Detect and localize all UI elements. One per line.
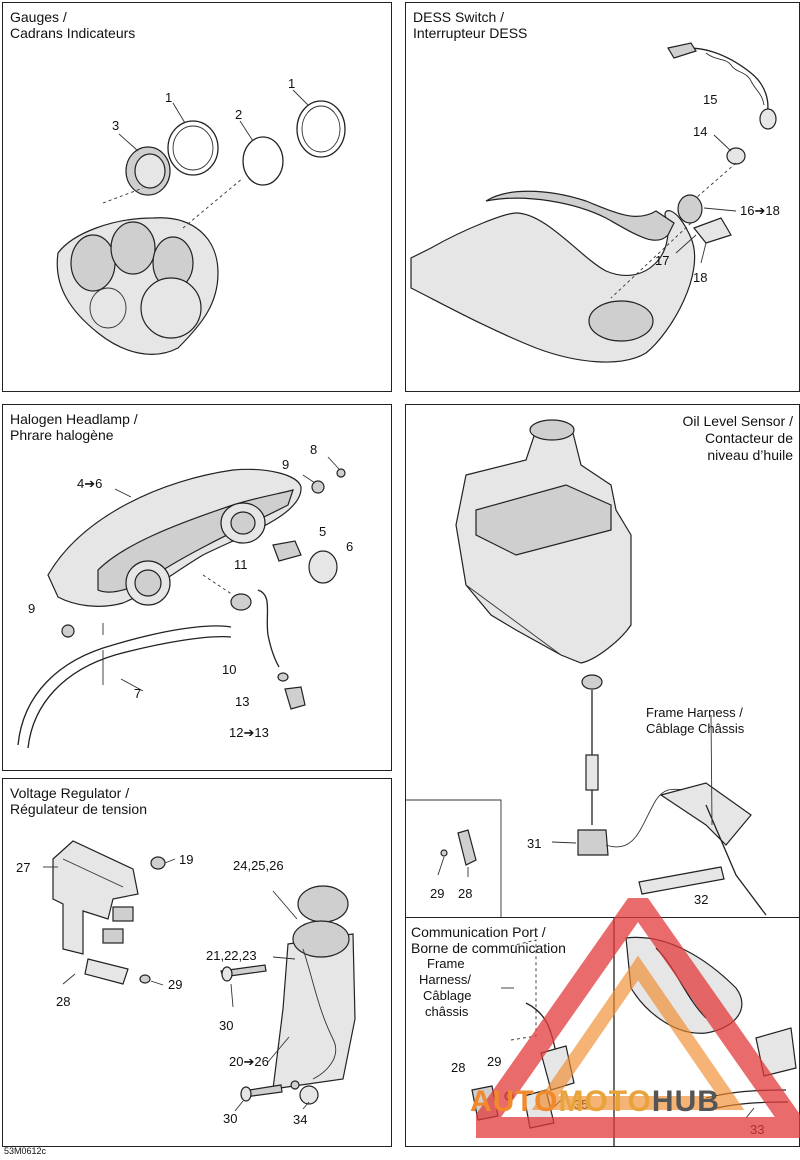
voltage-callout-28: 28	[56, 994, 71, 1009]
gauges-callout-3: 3	[112, 118, 120, 133]
oil-title-1: Oil Level Sensor /	[682, 413, 794, 429]
voltage-callout-34: 34	[293, 1112, 308, 1127]
voltage-title-1: Voltage Regulator /	[10, 785, 130, 801]
headlamp-callout-6: 6	[346, 539, 354, 554]
dess-panel: DESS Switch / Interrupteur DESS 15 14 16…	[405, 2, 800, 392]
voltage-callout-24-26: 24,25,26	[233, 858, 284, 873]
oil-frame-harness-1: Frame Harness /	[646, 705, 743, 720]
gauges-callout-2: 2	[235, 107, 243, 122]
voltage-callout-29: 29	[168, 977, 183, 992]
watermark-text: AUTOMOTOHUB	[470, 1085, 720, 1119]
comm-callout-28: 28	[451, 1060, 466, 1075]
comm-callout-33: 33	[750, 1122, 765, 1137]
headlamp-illustration	[17, 456, 346, 749]
oil-callout-32: 32	[694, 892, 709, 907]
watermark-moto: MOTO	[558, 1085, 652, 1118]
oil-callout-31: 31	[527, 836, 542, 851]
dess-callout-15: 15	[703, 92, 718, 107]
headlamp-callout-7: 7	[134, 686, 142, 701]
dess-callout-18: 18	[693, 270, 708, 285]
voltage-callout-30a: 30	[219, 1018, 234, 1033]
voltage-callout-30b: 30	[223, 1111, 238, 1126]
headlamp-callout-9a: 9	[282, 457, 290, 472]
dess-callout-16-18: 16➔18	[740, 203, 780, 218]
headlamp-panel: Halogen Headlamp / Phrare halogène	[2, 404, 392, 771]
gauges-illustration	[56, 89, 346, 355]
oil-callout-29: 29	[430, 886, 445, 901]
oil-title-2: Contacteur de	[705, 430, 793, 446]
voltage-callout-21-23: 21,22,23	[206, 948, 257, 963]
headlamp-callout-12-13: 12➔13	[229, 725, 269, 740]
watermark-auto: AUTO	[470, 1085, 559, 1118]
watermark-hub: HUB	[651, 1085, 720, 1118]
dess-callout-17: 17	[655, 253, 670, 268]
comm-callout-29: 29	[487, 1054, 502, 1069]
voltage-callout-19: 19	[179, 852, 194, 867]
comm-frame-1: Frame	[427, 956, 465, 971]
oil-frame-harness-2: Câblage Châssis	[646, 721, 745, 736]
gauges-title-2: Cadrans Indicateurs	[10, 25, 136, 41]
oil-sensor-panel: Oil Level Sensor / Contacteur de niveau …	[405, 404, 800, 918]
dess-title-2: Interrupteur DESS	[413, 25, 528, 41]
headlamp-callout-10: 10	[222, 662, 237, 677]
voltage-regulator-panel: Voltage Regulator / Régulateur de tensio…	[2, 778, 392, 1147]
gauges-callout-1a: 1	[165, 90, 173, 105]
oil-callout-28: 28	[458, 886, 473, 901]
comm-frame-4: châssis	[425, 1004, 469, 1019]
dess-illustration	[410, 42, 777, 363]
headlamp-callout-13: 13	[235, 694, 250, 709]
headlamp-title-1: Halogen Headlamp /	[10, 411, 138, 427]
voltage-callout-27: 27	[16, 860, 31, 875]
oil-illustration	[406, 419, 767, 917]
drawing-code: 53M0612c	[4, 1146, 47, 1156]
gauges-callout-1b: 1	[288, 76, 296, 91]
headlamp-callout-11: 11	[234, 557, 248, 572]
headlamp-callout-9b: 9	[28, 601, 36, 616]
headlamp-callout-8: 8	[310, 442, 318, 457]
voltage-illustration	[43, 840, 356, 1112]
dess-title-1: DESS Switch /	[413, 9, 505, 25]
gauges-panel: Gauges / Cadrans Indicateurs	[2, 2, 392, 392]
comm-frame-2: Harness/	[419, 972, 472, 987]
voltage-callout-20-26: 20➔26	[229, 1054, 269, 1069]
dess-callout-14: 14	[693, 124, 708, 139]
headlamp-callout-4-6: 4➔6	[77, 476, 103, 491]
headlamp-callout-5: 5	[319, 524, 327, 539]
oil-title-3: niveau d’huile	[707, 447, 793, 463]
comm-frame-3: Câblage	[423, 988, 472, 1003]
headlamp-title-2: Phrare halogène	[10, 427, 114, 443]
voltage-title-2: Régulateur de tension	[10, 801, 147, 817]
gauges-title-1: Gauges /	[10, 9, 67, 25]
